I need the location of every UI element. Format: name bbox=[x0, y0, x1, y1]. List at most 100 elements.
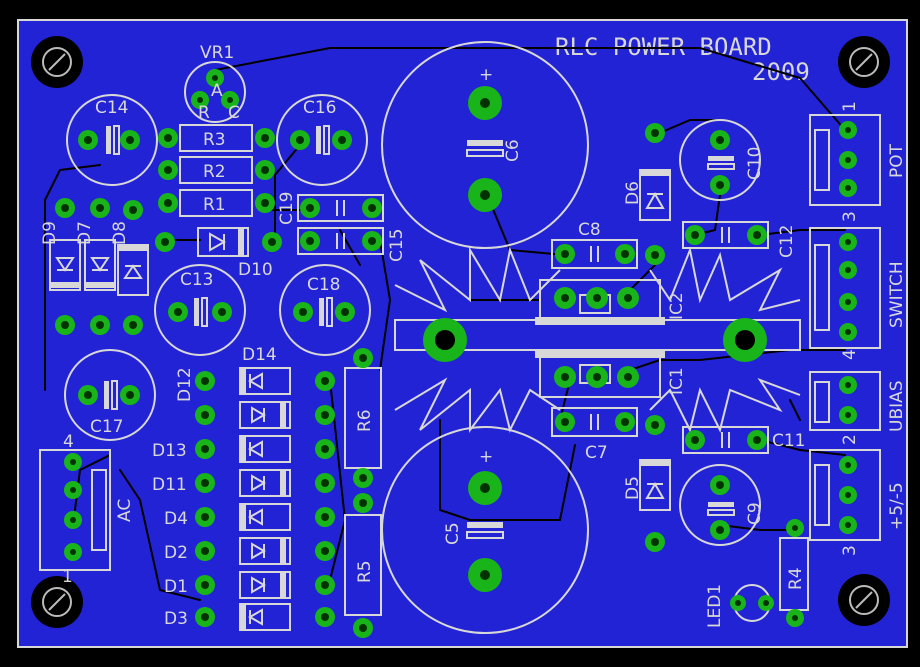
regulator-ic1: IC1 bbox=[535, 350, 687, 398]
label-r5: R5 bbox=[355, 560, 375, 583]
capacitor-c5: + C5 bbox=[381, 426, 589, 634]
label-d11: D11 bbox=[152, 475, 187, 495]
label-d10: D10 bbox=[238, 260, 273, 280]
label-c7: C7 bbox=[585, 443, 608, 463]
mounting-hole-tl bbox=[31, 36, 83, 88]
label-d12: D12 bbox=[175, 367, 195, 402]
diode-d12 bbox=[195, 367, 335, 395]
svg-text:+: + bbox=[479, 65, 493, 85]
label-c6: C6 bbox=[503, 139, 523, 162]
label-c19: C19 bbox=[277, 191, 297, 225]
label-d4: D4 bbox=[164, 509, 188, 529]
svg-text:1: 1 bbox=[62, 567, 73, 587]
diode-d13 bbox=[195, 435, 335, 463]
label-d7: D7 bbox=[75, 221, 95, 245]
diode-d11 bbox=[195, 469, 335, 497]
diode-d9: D9 bbox=[40, 198, 81, 335]
label-d13: D13 bbox=[152, 441, 187, 461]
label-c11: C11 bbox=[772, 431, 806, 451]
capacitor-c6: + C6 bbox=[381, 41, 589, 249]
label-c5: C5 bbox=[443, 522, 463, 545]
diode-d7: D7 bbox=[75, 198, 116, 335]
diode-d4 bbox=[195, 503, 335, 531]
svg-text:C: C bbox=[228, 103, 240, 123]
label-c13: C13 bbox=[180, 270, 214, 290]
svg-text:4: 4 bbox=[63, 432, 74, 452]
svg-text:1: 1 bbox=[840, 101, 860, 112]
mounting-hole-br bbox=[838, 574, 890, 626]
label-c8: C8 bbox=[578, 220, 601, 240]
label-d14: D14 bbox=[242, 345, 277, 365]
label-c12: C12 bbox=[777, 224, 797, 258]
mounting-hole-bl bbox=[31, 576, 83, 628]
label-ac: AC bbox=[115, 499, 135, 522]
connector-pm5: +5/-5 3 bbox=[809, 449, 907, 556]
diode-d8: D8 bbox=[110, 200, 149, 335]
label-c18: C18 bbox=[307, 275, 341, 295]
mounting-hole-tr bbox=[838, 36, 890, 88]
svg-text:A: A bbox=[211, 81, 223, 101]
label-ubias: UBIAS bbox=[887, 380, 907, 432]
capacitor-c18: C18 bbox=[279, 264, 371, 356]
regulator-ic2: IC2 bbox=[535, 279, 687, 325]
label-c16: C16 bbox=[303, 98, 337, 118]
label-vr1: VR1 bbox=[200, 43, 234, 63]
label-c9: C9 bbox=[745, 502, 765, 525]
capacitor-c16: C16 bbox=[276, 94, 368, 186]
label-r4: R4 bbox=[786, 567, 806, 590]
resistor-r6: R6 bbox=[344, 348, 382, 488]
label-ic1: IC1 bbox=[667, 367, 687, 395]
label-pm5: +5/-5 bbox=[887, 482, 907, 530]
svg-text:3: 3 bbox=[840, 545, 860, 556]
capacitor-c7: C7 bbox=[551, 407, 638, 463]
connector-ac: AC 4 1 bbox=[39, 432, 135, 587]
capacitor-c12: C12 bbox=[682, 221, 797, 258]
label-c10: C10 bbox=[745, 146, 765, 180]
capacitor-c15: C15 bbox=[297, 227, 407, 262]
connector-ubias: UBIAS 2 bbox=[809, 371, 907, 445]
diode-d10: D10 bbox=[155, 227, 282, 280]
trimmer-vr1: VR1 A R C bbox=[184, 43, 246, 123]
diode-d1 bbox=[195, 571, 335, 599]
capacitor-c14: C14 bbox=[66, 94, 158, 186]
svg-text:2: 2 bbox=[840, 434, 860, 445]
diode-d14 bbox=[195, 401, 335, 429]
svg-text:R: R bbox=[198, 103, 210, 123]
label-r3: R3 bbox=[203, 130, 226, 150]
diode-d5: D5 bbox=[623, 415, 671, 552]
diode-d6: D6 bbox=[623, 123, 671, 265]
resistor-r3: R3 bbox=[158, 124, 275, 152]
label-c14: C14 bbox=[95, 98, 129, 118]
resistor-r5: R5 bbox=[344, 493, 382, 638]
label-r6: R6 bbox=[355, 409, 375, 432]
label-c17: C17 bbox=[90, 417, 124, 437]
svg-text:+: + bbox=[479, 447, 493, 467]
label-d1: D1 bbox=[164, 577, 188, 597]
label-switch: SWITCH bbox=[887, 261, 907, 328]
led1: LED1 bbox=[705, 584, 774, 628]
svg-text:4: 4 bbox=[840, 349, 860, 360]
label-d5: D5 bbox=[623, 476, 643, 500]
label-c15: C15 bbox=[387, 228, 407, 262]
capacitor-c11: C11 bbox=[682, 426, 806, 454]
capacitor-c8: C8 bbox=[551, 220, 638, 269]
resistor-r4: R4 bbox=[779, 519, 809, 627]
connector-pot: POT 1 3 bbox=[809, 101, 907, 222]
capacitor-c17: C17 bbox=[64, 349, 156, 441]
connector-switch: SWITCH 4 bbox=[809, 227, 907, 360]
label-r1: R1 bbox=[203, 195, 226, 215]
label-ic2: IC2 bbox=[667, 292, 687, 320]
label-r2: R2 bbox=[203, 162, 226, 182]
label-pot: POT bbox=[887, 143, 907, 178]
label-d6: D6 bbox=[623, 181, 643, 205]
svg-text:3: 3 bbox=[840, 211, 860, 222]
heatsink bbox=[394, 246, 801, 433]
capacitor-c9: C9 bbox=[679, 464, 765, 546]
label-d2: D2 bbox=[164, 543, 188, 563]
label-d9: D9 bbox=[40, 221, 60, 245]
diode-d2 bbox=[195, 537, 335, 565]
label-d3: D3 bbox=[164, 609, 188, 629]
label-d8: D8 bbox=[110, 221, 130, 245]
capacitor-c13: C13 bbox=[154, 264, 246, 356]
